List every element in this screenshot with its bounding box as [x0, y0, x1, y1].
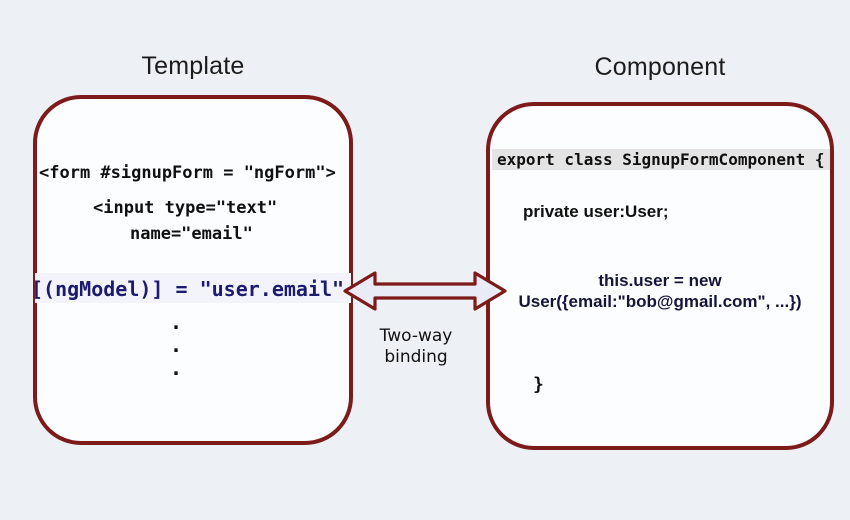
dot: .	[170, 310, 183, 334]
template-title: Template	[141, 52, 245, 80]
component-title: Component	[594, 53, 726, 81]
two-way-binding-label-line1: Two-way	[379, 326, 453, 346]
ellipsis-dots: . . .	[170, 311, 182, 380]
code-assignment-block: this.user = new User({email:"bob@gmail.c…	[490, 270, 830, 312]
code-closing-brace: }	[533, 374, 544, 395]
ngmodel-highlight-strip	[35, 273, 351, 303]
dot: .	[170, 333, 183, 357]
two-way-arrow-icon	[343, 271, 507, 311]
two-way-binding-label-line2: binding	[384, 347, 448, 367]
component-box: export class SignupFormComponent { priva…	[486, 102, 834, 450]
template-box: <form #signupForm = "ngForm"> <input typ…	[31, 95, 353, 445]
two-way-binding-label: Two-way binding	[352, 326, 480, 368]
code-name-line: name="email"	[130, 224, 253, 244]
code-input-line: <input type="text"	[93, 198, 278, 218]
code-assign-line-1: this.user = new	[598, 271, 722, 290]
code-assign-line-2: User({email:"bob@gmail.com", ...})	[518, 292, 802, 311]
code-export-line: export class SignupFormComponent {	[492, 149, 830, 170]
code-ngmodel-line: [(ngModel)] = "user.email"	[31, 277, 345, 301]
code-private-line: private user:User;	[523, 202, 669, 221]
dot: .	[170, 356, 183, 380]
code-form-line: <form #signupForm = "ngForm">	[39, 163, 336, 183]
